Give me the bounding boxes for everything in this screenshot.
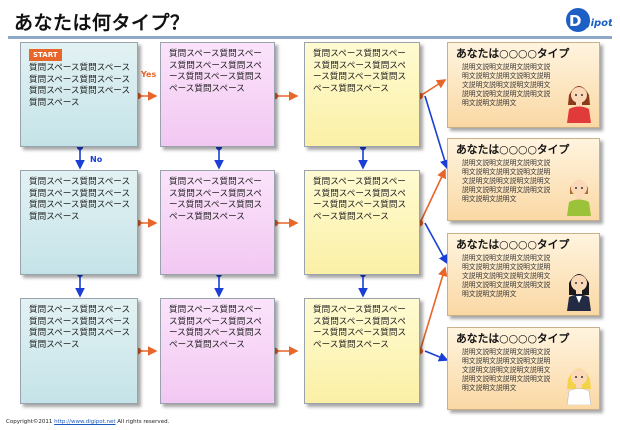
question-text: 質問スペース質問スペース質問スペース質問スペース質問スペース質問スペース質問スペ… [29, 305, 131, 350]
result-description: 説明文説明文説明文説明文説明文説明文説明文説明文説明文説明文説明文説明文説明文説… [462, 159, 551, 203]
footer-rights: All rights reserved. [117, 419, 170, 425]
avatar-woman-black-hair [567, 274, 591, 311]
question-text: 質問スペース質問スペース質問スペース質問スペース質問スペース質問スペース質問スペ… [169, 177, 263, 222]
result-description: 説明文説明文説明文説明文説明文説明文説明文説明文説明文説明文説明文説明文説明文説… [462, 254, 551, 298]
result-title: あなたは○○○○タイプ [456, 332, 570, 345]
result-title: あなたは○○○○タイプ [456, 238, 570, 251]
footer-copyright: Copyright©2011 [6, 419, 53, 425]
result-title: あなたは○○○○タイプ [456, 47, 570, 60]
question-text: 質問スペース質問スペース質問スペース質問スペース質問スペース質問スペース質問スペ… [29, 63, 131, 108]
question-text: 質問スペース質問スペース質問スペース質問スペース質問スペース質問スペース質問スペ… [29, 177, 131, 222]
question-box: 質問スペース質問スペース質問スペース質問スペース質問スペース質問スペース質問スペ… [304, 42, 420, 147]
question-text: 質問スペース質問スペース質問スペース質問スペース質問スペース質問スペース質問スペ… [313, 177, 407, 222]
page-title: あなたは何タイプ？ [14, 12, 190, 34]
footer: Copyright©2011 http://www.digipot.net Al… [6, 419, 169, 425]
result-box: あなたは○○○○タイプ 説明文説明文説明文説明文説明文説明文説明文説明文説明文説… [447, 138, 600, 221]
question-box: 質問スペース質問スペース質問スペース質問スペース質問スペース質問スペース質問スペ… [304, 170, 420, 275]
question-text: 質問スペース質問スペース質問スペース質問スペース質問スペース質問スペース質問スペ… [313, 305, 407, 350]
no-label: No [90, 155, 103, 164]
question-box: 質問スペース質問スペース質問スペース質問スペース質問スペース質問スペース質問スペ… [304, 298, 420, 404]
result-description: 説明文説明文説明文説明文説明文説明文説明文説明文説明文説明文説明文説明文説明文説… [462, 63, 551, 107]
question-box: 質問スペース質問スペース質問スペース質問スペース質問スペース質問スペース質問スペ… [20, 298, 138, 404]
start-badge: START [29, 49, 62, 61]
digipot-logo: D igipot [566, 8, 612, 32]
yes-label: Yes [141, 70, 157, 79]
question-box: 質問スペース質問スペース質問スペース質問スペース質問スペース質問スペース質問スペ… [160, 170, 275, 275]
result-title: あなたは○○○○タイプ [456, 143, 570, 156]
result-box: あなたは○○○○タイプ 説明文説明文説明文説明文説明文説明文説明文説明文説明文説… [447, 327, 600, 410]
question-text: 質問スペース質問スペース質問スペース質問スペース質問スペース質問スペース質問スペ… [313, 49, 407, 94]
footer-link[interactable]: http://www.digipot.net [54, 419, 116, 425]
result-description: 説明文説明文説明文説明文説明文説明文説明文説明文説明文説明文説明文説明文説明文説… [462, 348, 551, 392]
question-text: 質問スペース質問スペース質問スペース質問スペース質問スペース質問スペース質問スペ… [169, 49, 263, 94]
title-underline [8, 36, 612, 39]
question-text: 質問スペース質問スペース質問スペース質問スペース質問スペース質問スペース質問スペ… [169, 305, 263, 350]
avatar-woman-blonde-hair [566, 368, 592, 405]
avatar-woman-brown-hair [567, 86, 591, 123]
question-box-start: START 質問スペース質問スペース質問スペース質問スペース質問スペース質問スペ… [20, 42, 138, 147]
result-box: あなたは○○○○タイプ 説明文説明文説明文説明文説明文説明文説明文説明文説明文説… [447, 233, 600, 316]
avatar-woman-short-hair [567, 180, 591, 216]
question-box: 質問スペース質問スペース質問スペース質問スペース質問スペース質問スペース質問スペ… [160, 42, 275, 147]
question-box: 質問スペース質問スペース質問スペース質問スペース質問スペース質問スペース質問スペ… [20, 170, 138, 275]
question-box: 質問スペース質問スペース質問スペース質問スペース質問スペース質問スペース質問スペ… [160, 298, 275, 404]
svg-text:D: D [569, 12, 581, 30]
result-box: あなたは○○○○タイプ 説明文説明文説明文説明文説明文説明文説明文説明文説明文説… [447, 42, 600, 128]
svg-text:igipot: igipot [580, 18, 612, 29]
